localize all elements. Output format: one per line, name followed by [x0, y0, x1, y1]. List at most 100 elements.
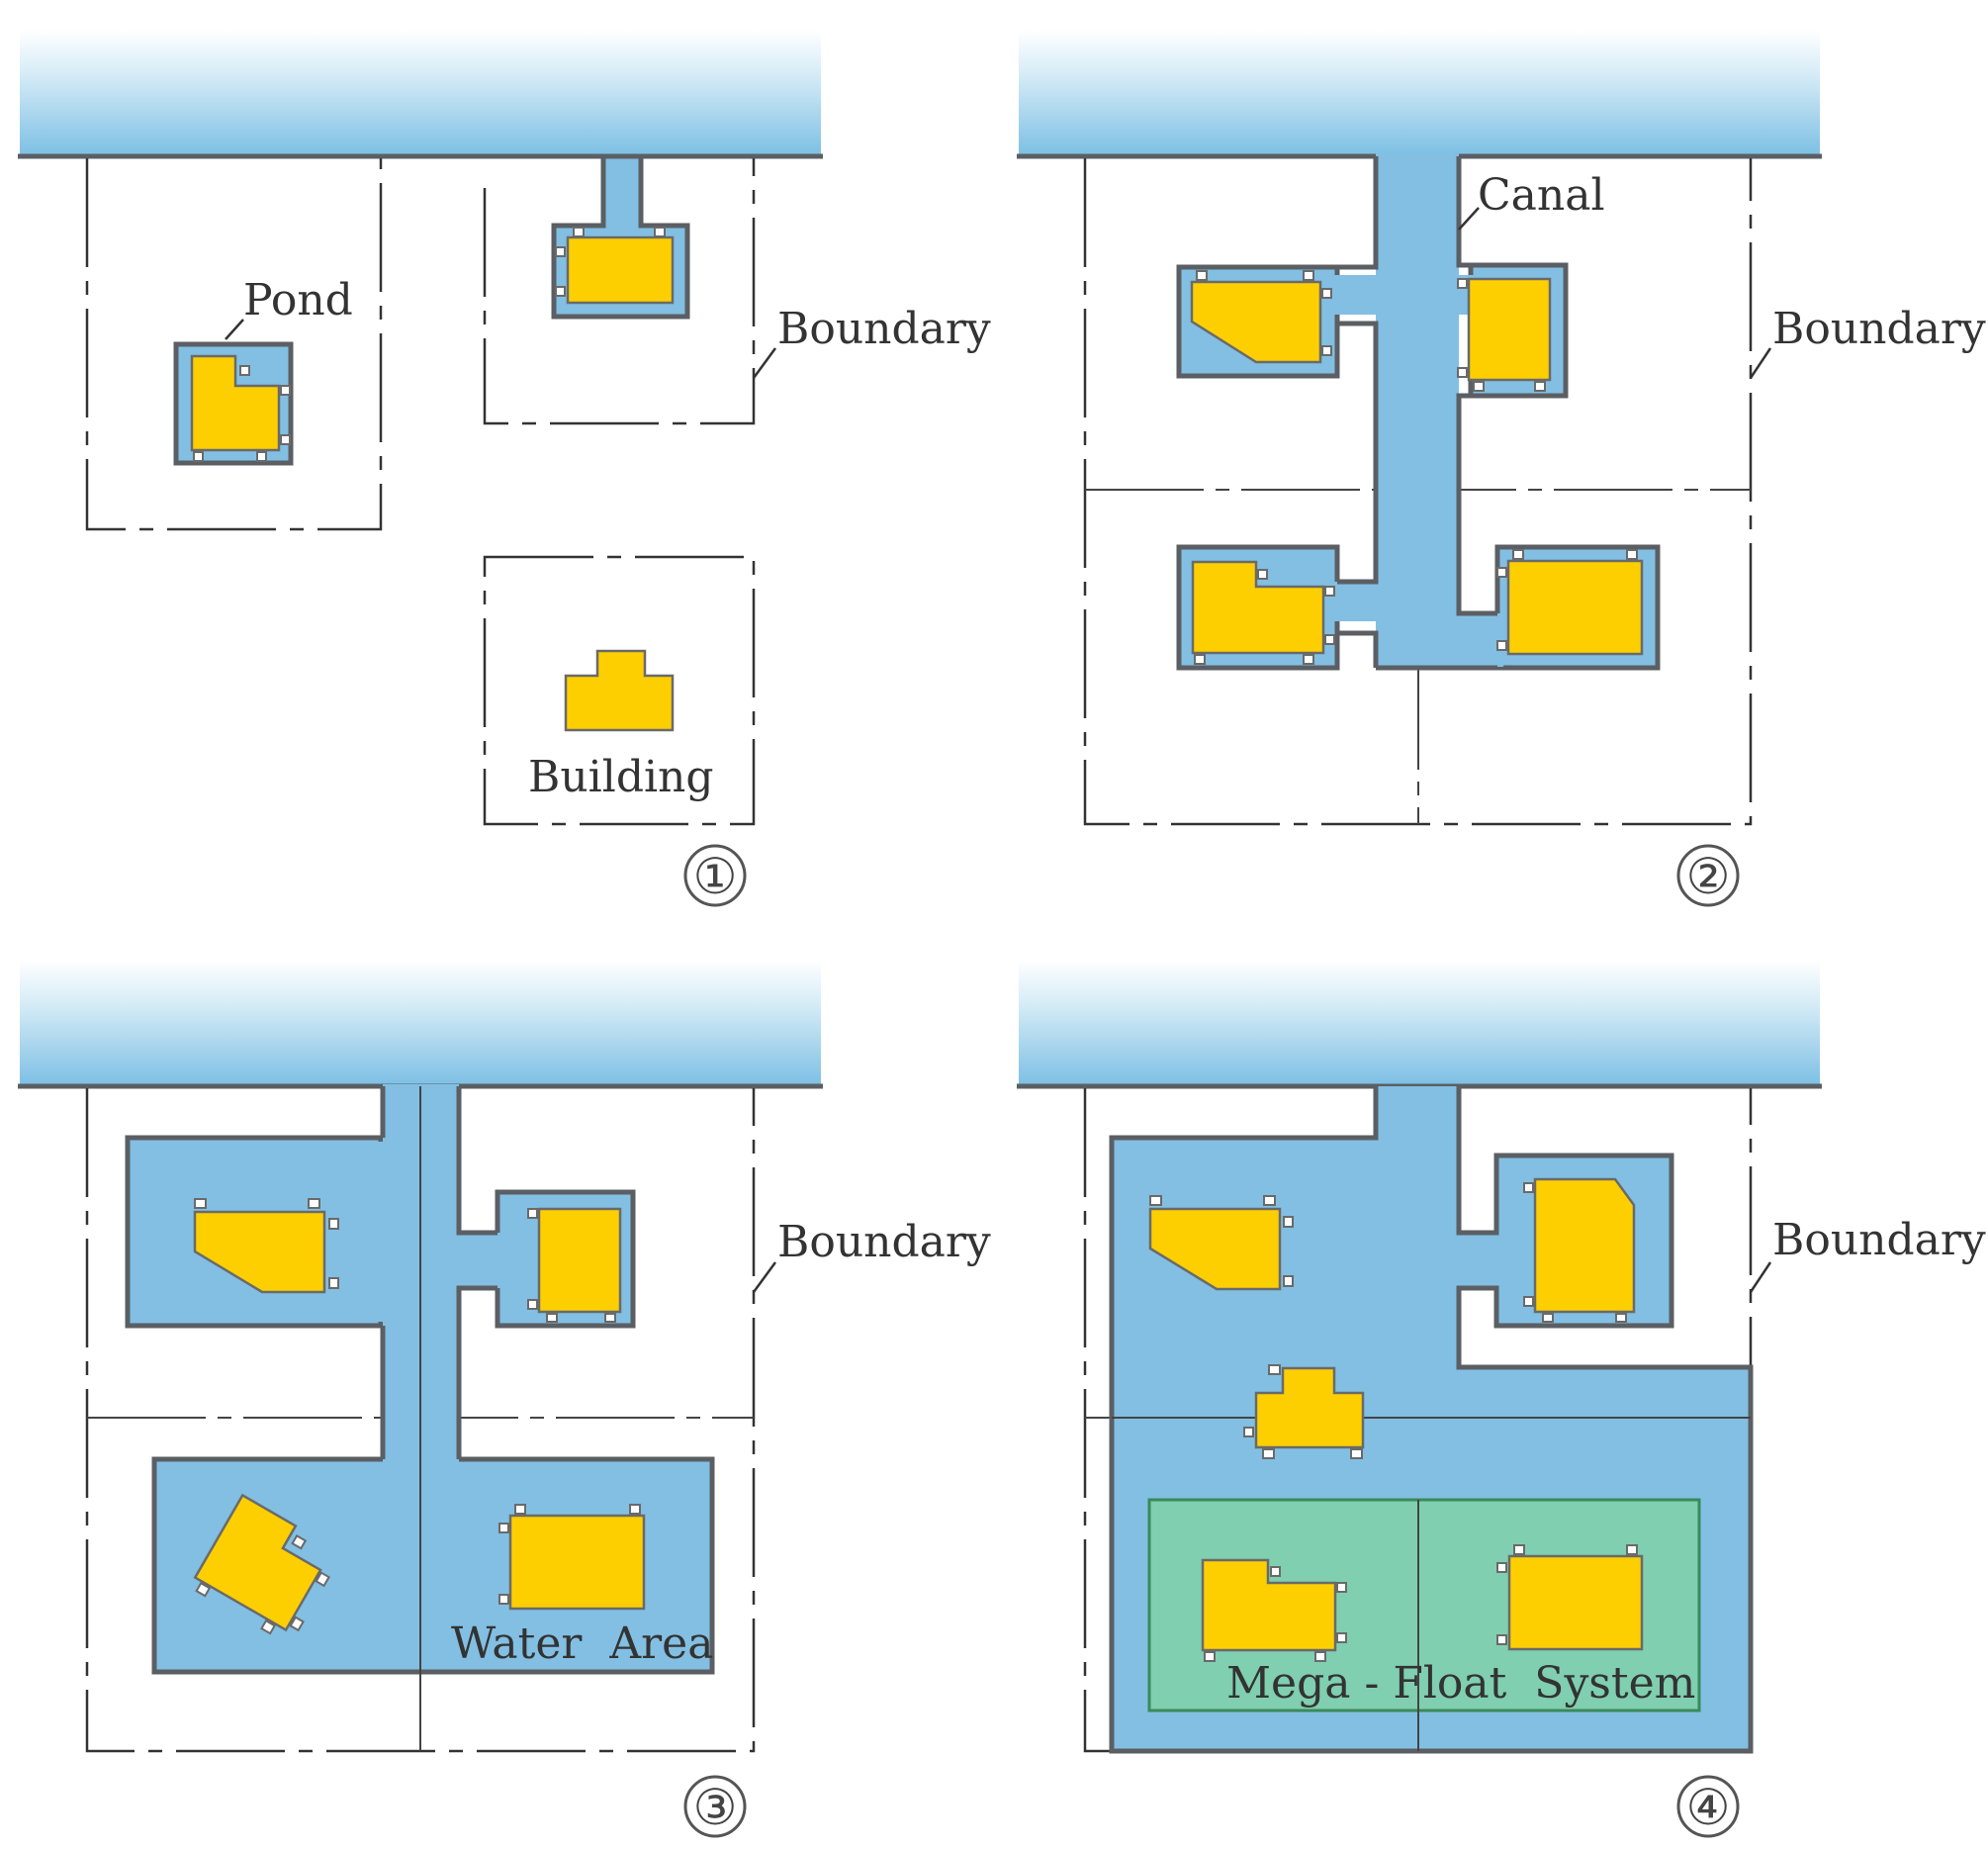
water-area-label: Water Area [451, 1619, 713, 1669]
mooring-post [1350, 1448, 1363, 1459]
mooring-post [498, 1523, 509, 1533]
mooring-post [1542, 1313, 1554, 1323]
mooring-post [1314, 1651, 1326, 1662]
mooring-post [1523, 1182, 1534, 1193]
mooring-post [1496, 1562, 1507, 1573]
mooring-post [1496, 1634, 1507, 1645]
mooring-post [1324, 586, 1335, 597]
mooring-post [1262, 1448, 1275, 1459]
mooring-post [1626, 1544, 1638, 1555]
building [1191, 560, 1325, 655]
mooring-post [194, 1198, 207, 1209]
building [1533, 1177, 1636, 1314]
boundary-label: Boundary [1772, 304, 1986, 354]
panel-number: ③ [693, 1779, 738, 1836]
mooring-post [1303, 270, 1314, 281]
mooring-post [654, 227, 666, 237]
mooring-post [1336, 1582, 1347, 1593]
mooring-post [1336, 1632, 1347, 1643]
mooring-post [1324, 634, 1335, 645]
building [1201, 1558, 1337, 1652]
mooring-post [546, 1313, 558, 1323]
building [1507, 1554, 1644, 1651]
panel-4: Boundary Mega - Float System ④ [1017, 960, 1986, 1838]
panel-number-ring [1676, 844, 1740, 907]
mooring-post [1321, 288, 1332, 299]
panel-number-ring [683, 1775, 747, 1838]
panel-number-ring [683, 844, 747, 907]
panel-3: Boundary Water Area ③ [18, 960, 991, 1838]
canal-label: Canal [1478, 170, 1605, 221]
mooring-post [1473, 381, 1485, 392]
mooring-post [555, 286, 566, 297]
mooring-post [1268, 1364, 1281, 1375]
building-label: Building [528, 752, 714, 802]
mooring-post [1270, 1566, 1281, 1577]
building [508, 1514, 646, 1611]
building [566, 235, 675, 305]
mooring-post [1283, 1216, 1294, 1228]
boundary-left [85, 158, 383, 531]
mooring-post [328, 1218, 339, 1230]
mooring-post [1523, 1296, 1534, 1307]
building [1190, 280, 1322, 364]
boundary-label: Boundary [777, 304, 991, 354]
canal-leader [1458, 207, 1480, 231]
mooring-post [514, 1504, 526, 1515]
panel-number: ② [1686, 848, 1731, 905]
boundary-label: Boundary [1772, 1215, 1986, 1265]
sea-band [1019, 960, 1820, 1086]
pond-label: Pond [243, 275, 353, 325]
panel-1: Pond Boundary Building ① [18, 30, 991, 907]
building [537, 1207, 622, 1314]
mooring-post [1496, 640, 1507, 651]
mooring-post [1194, 654, 1206, 665]
sea-band [1019, 30, 1820, 156]
mooring-post [1243, 1427, 1254, 1437]
mooring-post [308, 1198, 320, 1209]
panel-2: Canal Boundary ② [1017, 30, 1986, 907]
building [1506, 559, 1644, 656]
building [564, 649, 675, 732]
mooring-post [1534, 381, 1546, 392]
sea-band [20, 30, 821, 156]
boundary-leader [752, 1261, 777, 1293]
mooring-post [1263, 1195, 1276, 1206]
panel-number: ① [693, 848, 738, 905]
mooring-post [1283, 1275, 1294, 1287]
boundary-label: Boundary [777, 1217, 991, 1267]
boundary-bottom-right [483, 555, 756, 826]
boundary-leader [752, 347, 777, 379]
building [1254, 1366, 1365, 1449]
panel-number-ring [1676, 1775, 1740, 1838]
boundary-top-right [483, 158, 756, 425]
mooring-post [280, 434, 291, 445]
mooring-post [498, 1594, 509, 1605]
boundary-leader [1749, 1261, 1772, 1293]
mooring-post [1321, 345, 1332, 356]
mooring-post [328, 1277, 339, 1289]
mooring-post [629, 1504, 641, 1515]
mooring-post [193, 451, 204, 462]
building [193, 1210, 326, 1294]
mooring-post [527, 1208, 538, 1219]
mooring-post [1303, 654, 1314, 665]
mooring-post [256, 451, 267, 462]
building [1148, 1207, 1282, 1291]
panel-number: ④ [1686, 1779, 1731, 1836]
sea-band [20, 960, 821, 1086]
mooring-post [573, 227, 585, 237]
mooring-post [1615, 1313, 1627, 1323]
mooring-post [1257, 569, 1268, 580]
mooring-post [1204, 1651, 1216, 1662]
mooring-post [1457, 367, 1468, 378]
mooring-post [555, 246, 566, 257]
mega-float-label: Mega - Float System [1226, 1658, 1695, 1709]
mooring-post [1496, 567, 1507, 578]
mooring-post [1457, 278, 1468, 289]
mooring-post [1512, 549, 1524, 560]
pond-leader [225, 319, 244, 340]
boundary-leader [1749, 347, 1772, 379]
mooring-post [1626, 549, 1638, 560]
